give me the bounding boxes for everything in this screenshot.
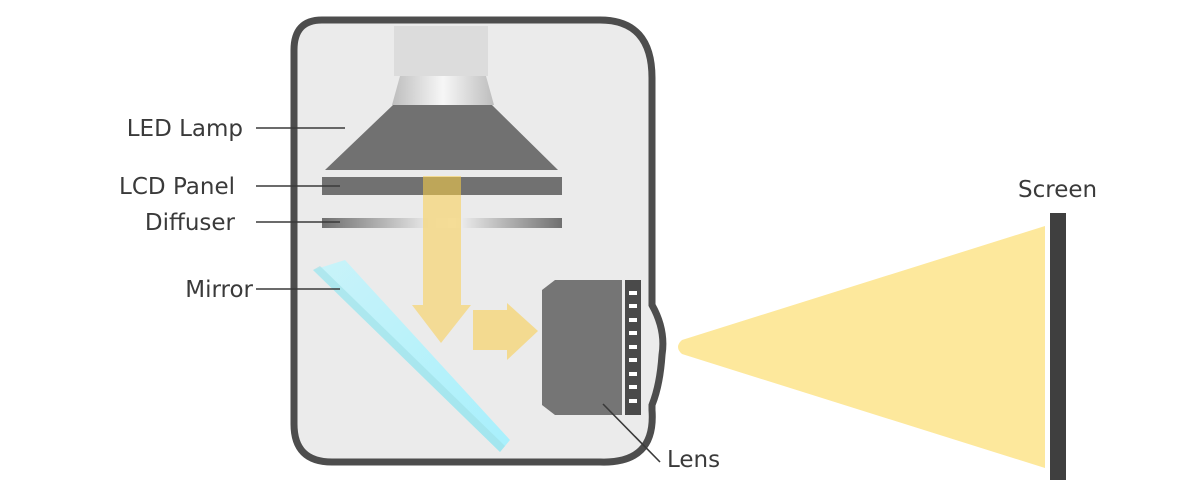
- light-beam-arrow-down-icon: [412, 176, 471, 343]
- label-led-lamp: LED Lamp: [127, 116, 243, 142]
- lens: [542, 280, 641, 415]
- led-lamp: [325, 26, 558, 170]
- light-beam-arrow-right-icon: [473, 303, 538, 360]
- label-mirror: Mirror: [185, 277, 253, 303]
- label-screen: Screen: [1018, 177, 1097, 203]
- label-lens: Lens: [667, 447, 720, 473]
- label-diffuser: Diffuser: [145, 210, 236, 236]
- leader-lines: [256, 127, 661, 463]
- projection-screen: [1050, 213, 1066, 480]
- projected-light-cone: [678, 226, 1045, 468]
- label-lcd-panel: LCD Panel: [119, 174, 235, 200]
